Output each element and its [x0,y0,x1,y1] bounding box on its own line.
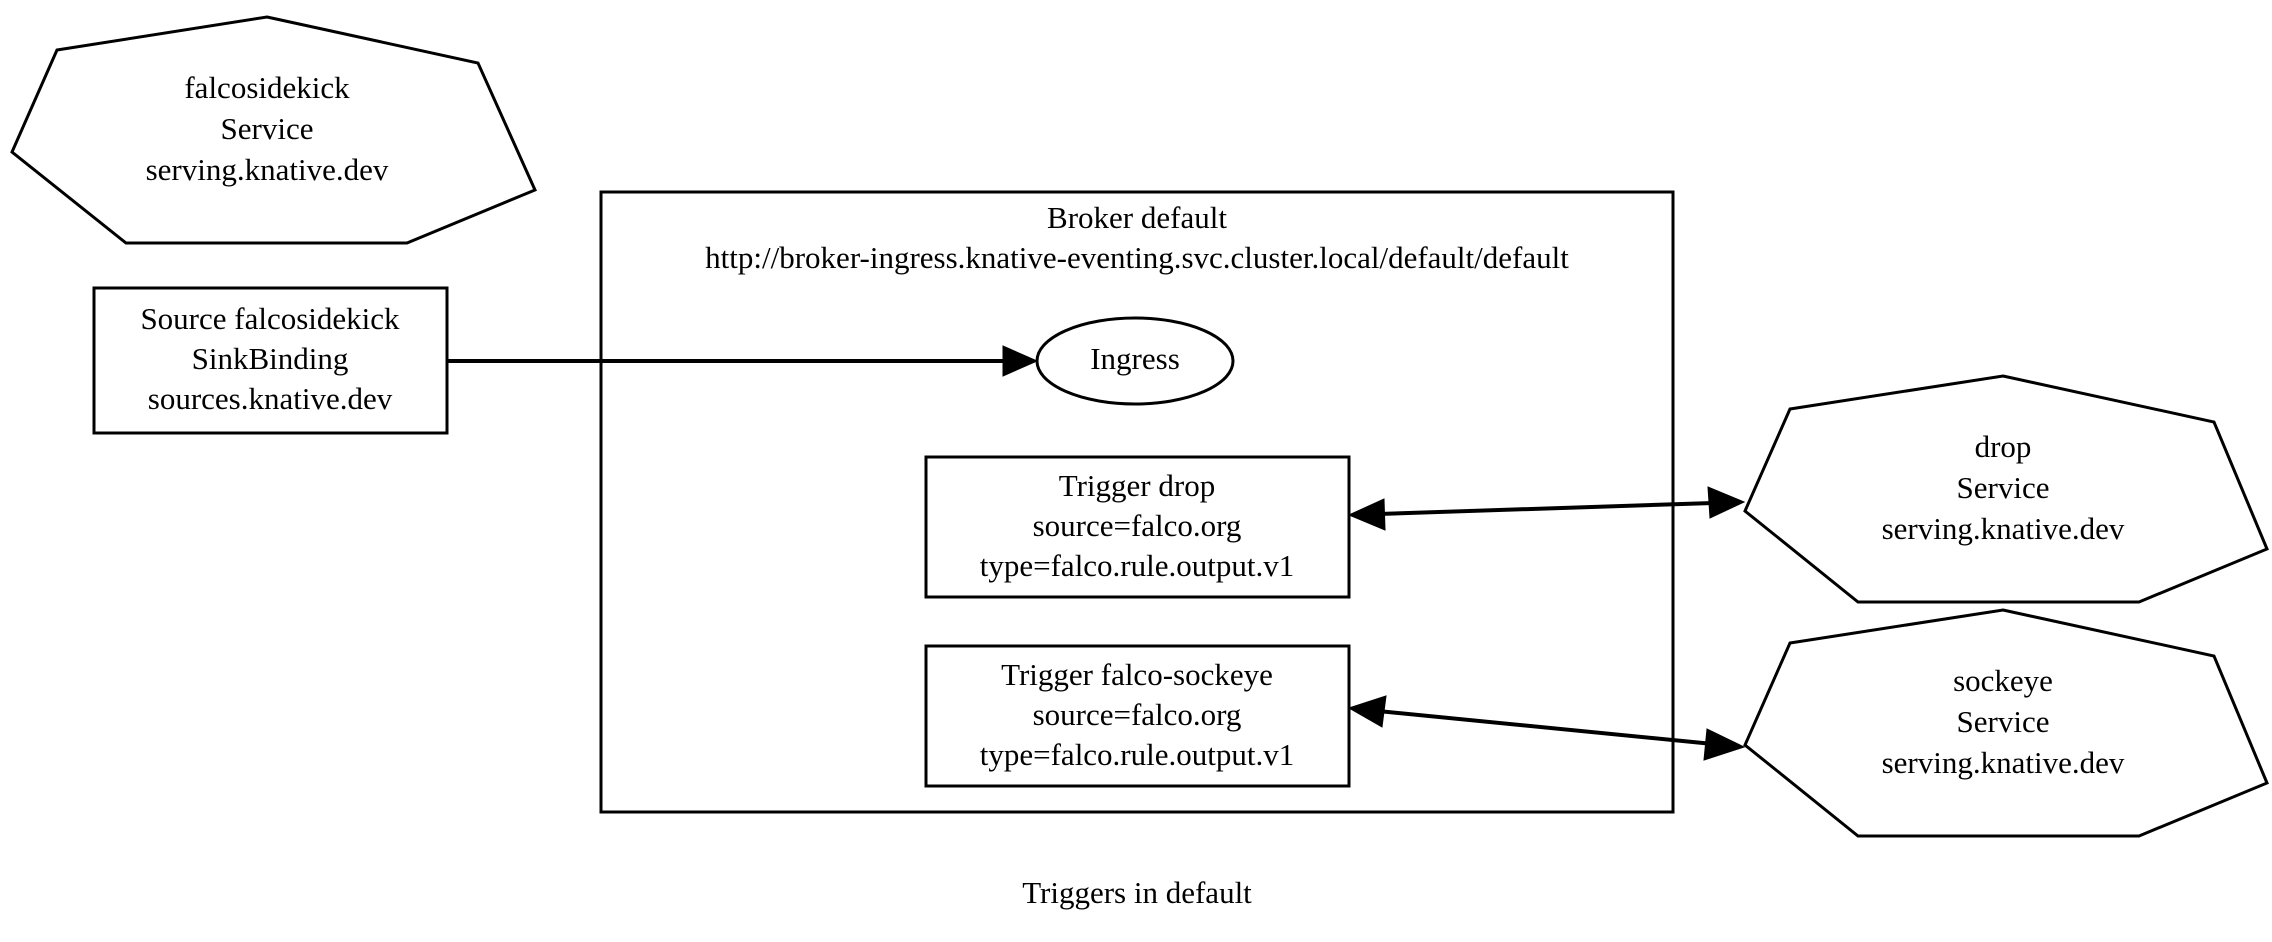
node-source-sinkbinding[interactable]: Source falcosidekick SinkBinding sources… [92,286,449,435]
edge-source-to-ingress-arrowhead [1002,345,1039,377]
edge-trigger-drop-arrowhead-right [1707,486,1746,519]
edge-trigger-sockeye-arrowhead-right [1703,728,1746,761]
sockeye-service-api: serving.knative.dev [1882,745,2125,780]
node-sockeye-service[interactable]: sockeye Service serving.knative.dev [1743,608,2269,838]
node-trigger-drop[interactable]: Trigger drop source=falco.org type=falco… [924,455,1351,599]
source-sinkbinding-api: sources.knative.dev [148,381,393,416]
sockeye-service-name: sockeye [1953,663,2053,698]
trigger-falco-sockeye-source-filter: source=falco.org [1033,697,1242,732]
diagram-caption: Triggers in default [1022,875,1252,910]
source-sinkbinding-name: Source falcosidekick [140,301,400,336]
trigger-drop-name: Trigger drop [1059,468,1215,503]
falcosidekick-service-name: falcosidekick [184,70,350,105]
broker-cluster[interactable]: Broker default http://broker-ingress.kna… [599,190,1675,814]
trigger-drop-type-filter: type=falco.rule.output.v1 [980,548,1294,583]
edge-trigger-sockeye-to-sockeye-service[interactable] [1347,695,1746,761]
node-trigger-falco-sockeye[interactable]: Trigger falco-sockeye source=falco.org t… [924,644,1351,788]
source-sinkbinding-kind: SinkBinding [192,341,349,376]
falcosidekick-service-api: serving.knative.dev [146,152,389,187]
falcosidekick-service-kind: Service [221,111,314,146]
sockeye-service-septagon [1743,608,2269,838]
trigger-drop-box [924,455,1351,599]
edge-trigger-drop-arrowhead-left [1347,498,1386,531]
broker-cluster-title: Broker default [1047,200,1227,235]
node-ingress[interactable]: Ingress [1035,316,1235,406]
edge-trigger-sockeye-line [1377,709,1714,746]
falcosidekick-service-septagon [10,15,538,245]
drop-service-api: serving.knative.dev [1882,511,2125,546]
drop-service-kind: Service [1957,470,2050,505]
broker-cluster-url: http://broker-ingress.knative-eventing.s… [705,240,1569,275]
edge-trigger-sockeye-arrowhead-left [1347,695,1387,728]
trigger-falco-sockeye-type-filter: type=falco.rule.output.v1 [980,737,1294,772]
edge-trigger-drop-to-drop-service[interactable] [1347,486,1746,531]
drop-service-name: drop [1975,429,2032,464]
drop-service-septagon [1743,374,2269,604]
edge-trigger-drop-line [1377,501,1714,516]
trigger-falco-sockeye-box [924,644,1351,788]
node-drop-service[interactable]: drop Service serving.knative.dev [1743,374,2269,604]
ingress-label: Ingress [1090,341,1180,376]
broker-cluster-border [599,190,1675,814]
trigger-falco-sockeye-name: Trigger falco-sockeye [1001,657,1273,692]
trigger-drop-source-filter: source=falco.org [1033,508,1242,543]
sockeye-service-kind: Service [1957,704,2050,739]
node-falcosidekick-service[interactable]: falcosidekick Service serving.knative.de… [10,15,538,245]
edge-source-to-ingress[interactable] [447,345,1039,377]
